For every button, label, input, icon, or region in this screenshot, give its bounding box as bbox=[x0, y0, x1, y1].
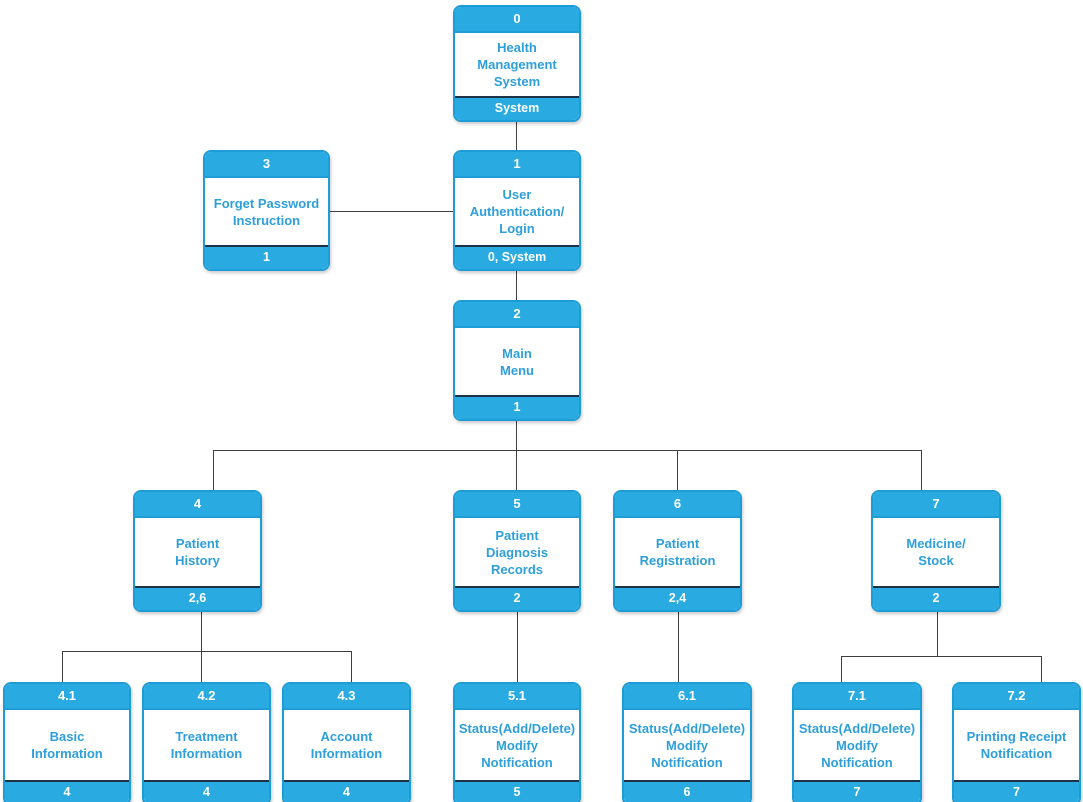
connector-bus-to-7-1 bbox=[841, 656, 842, 682]
node-title: Printing Receipt Notification bbox=[966, 729, 1067, 761]
node-number-badge: 4 bbox=[135, 492, 260, 518]
node-number-badge: 7.2 bbox=[954, 684, 1079, 710]
connector-bus-to-7 bbox=[921, 450, 922, 490]
node-4-2-treatment-information[interactable]: 4.2 Treatment Information 4 bbox=[142, 682, 271, 802]
connector-bus-to-4 bbox=[213, 450, 214, 490]
node-title: Account Information bbox=[310, 729, 383, 761]
node-4-3-account-information[interactable]: 4.3 Account Information 4 bbox=[282, 682, 411, 802]
connector-bus-to-7-2 bbox=[1041, 656, 1042, 682]
connector-bus-to-4-1 bbox=[62, 651, 63, 682]
connector-bus-to-4-2 bbox=[201, 651, 202, 682]
node-footer-label: 4 bbox=[144, 780, 269, 802]
connector-7-to-bus bbox=[937, 612, 938, 656]
node-title: Patient Diagnosis Records bbox=[485, 527, 549, 577]
node-footer-label: 5 bbox=[455, 780, 579, 802]
node-title: Status(Add/Delete) Modify Notification bbox=[798, 720, 916, 770]
node-6-patient-registration[interactable]: 6 Patient Registration 2,4 bbox=[613, 490, 742, 612]
node-7-2-printing-receipt-notification[interactable]: 7.2 Printing Receipt Notification 7 bbox=[952, 682, 1081, 802]
node-7-1-status-modify-notification[interactable]: 7.1 Status(Add/Delete) Modify Notificati… bbox=[792, 682, 922, 802]
node-number-badge: 4.3 bbox=[284, 684, 409, 710]
node-number-badge: 3 bbox=[205, 152, 328, 178]
node-footer-label: 4 bbox=[5, 780, 129, 802]
node-number-badge: 7 bbox=[873, 492, 999, 518]
node-number-badge: 7.1 bbox=[794, 684, 920, 710]
node-title: Status(Add/Delete) Modify Notification bbox=[628, 720, 746, 770]
node-footer-label: 6 bbox=[624, 780, 750, 802]
node-number-badge: 0 bbox=[455, 7, 579, 33]
node-footer-label: 2 bbox=[873, 586, 999, 610]
node-footer-label: 7 bbox=[954, 780, 1079, 802]
node-title: User Authentication/ Login bbox=[469, 187, 565, 236]
node-footer-label: 7 bbox=[794, 780, 920, 802]
connector-bus-to-6 bbox=[677, 450, 678, 490]
node-1-user-authentication-login[interactable]: 1 User Authentication/ Login 0, System bbox=[453, 150, 581, 271]
node-7-medicine-stock[interactable]: 7 Medicine/ Stock 2 bbox=[871, 490, 1001, 612]
node-title: Status(Add/Delete) Modify Notification bbox=[458, 720, 576, 770]
node-footer-label: 2,6 bbox=[135, 586, 260, 610]
node-title: Main Menu bbox=[500, 345, 534, 378]
node-2-main-menu[interactable]: 2 Main Menu 1 bbox=[453, 300, 581, 421]
connector-5-to-5-1 bbox=[517, 612, 518, 682]
connector-bus-7x bbox=[841, 656, 1042, 657]
node-5-1-status-modify-notification[interactable]: 5.1 Status(Add/Delete) Modify Notificati… bbox=[453, 682, 581, 802]
node-title: Patient History bbox=[175, 536, 220, 568]
node-3-forget-password-instruction[interactable]: 3 Forget Password Instruction 1 bbox=[203, 150, 330, 271]
connector-3-to-1 bbox=[330, 211, 453, 212]
node-number-badge: 1 bbox=[455, 152, 579, 178]
node-footer-label: 1 bbox=[205, 245, 328, 269]
node-number-badge: 5 bbox=[455, 492, 579, 518]
node-title: Forget Password Instruction bbox=[213, 195, 320, 228]
node-footer-label: 0, System bbox=[455, 245, 579, 269]
node-4-patient-history[interactable]: 4 Patient History 2,6 bbox=[133, 490, 262, 612]
connector-1-to-2 bbox=[516, 271, 517, 300]
node-title: Health Management System bbox=[477, 40, 557, 89]
node-title: Treatment Information bbox=[170, 729, 243, 761]
node-5-patient-diagnosis-records[interactable]: 5 Patient Diagnosis Records 2 bbox=[453, 490, 581, 612]
connector-6-to-6-1 bbox=[678, 612, 679, 682]
connector-bus-level3 bbox=[213, 450, 922, 451]
connector-0-to-1 bbox=[516, 122, 517, 150]
connector-bus-to-5 bbox=[516, 450, 517, 490]
connector-4-to-bus bbox=[201, 612, 202, 651]
connector-2-to-bus bbox=[516, 421, 517, 450]
connector-bus-to-4-3 bbox=[351, 651, 352, 682]
node-number-badge: 6 bbox=[615, 492, 740, 518]
node-number-badge: 6.1 bbox=[624, 684, 750, 710]
node-footer-label: 2 bbox=[455, 586, 579, 610]
node-title: Patient Registration bbox=[639, 536, 716, 568]
node-footer-label: System bbox=[455, 96, 579, 120]
connector-bus-4x bbox=[62, 651, 352, 652]
node-footer-label: 1 bbox=[455, 395, 579, 419]
node-number-badge: 5.1 bbox=[455, 684, 579, 710]
node-4-1-basic-information[interactable]: 4.1 Basic Information 4 bbox=[3, 682, 131, 802]
node-footer-label: 4 bbox=[284, 780, 409, 802]
node-number-badge: 2 bbox=[455, 302, 579, 328]
node-number-badge: 4.1 bbox=[5, 684, 129, 710]
node-title: Basic Information bbox=[31, 729, 103, 761]
node-title: Medicine/ Stock bbox=[906, 536, 966, 568]
node-0-health-management-system[interactable]: 0 Health Management System System bbox=[453, 5, 581, 122]
node-footer-label: 2,4 bbox=[615, 586, 740, 610]
node-6-1-status-modify-notification[interactable]: 6.1 Status(Add/Delete) Modify Notificati… bbox=[622, 682, 752, 802]
node-number-badge: 4.2 bbox=[144, 684, 269, 710]
